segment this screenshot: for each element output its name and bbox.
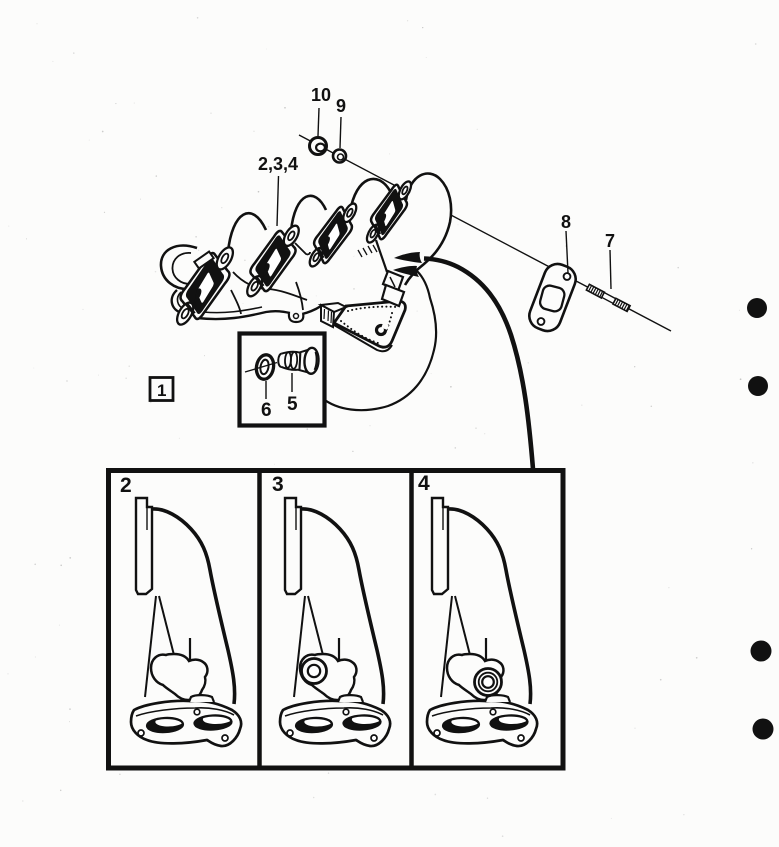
- svg-text:8: 8: [561, 212, 571, 232]
- svg-text:1: 1: [157, 381, 166, 400]
- svg-text:5: 5: [287, 394, 298, 415]
- svg-text:6: 6: [261, 400, 272, 421]
- svg-text:4: 4: [418, 472, 430, 495]
- svg-text:3: 3: [272, 473, 284, 496]
- svg-text:2: 2: [120, 474, 132, 497]
- svg-text:2,3,4: 2,3,4: [258, 154, 298, 174]
- svg-text:7: 7: [605, 231, 615, 251]
- svg-text:10: 10: [311, 85, 331, 105]
- svg-text:9: 9: [336, 96, 346, 116]
